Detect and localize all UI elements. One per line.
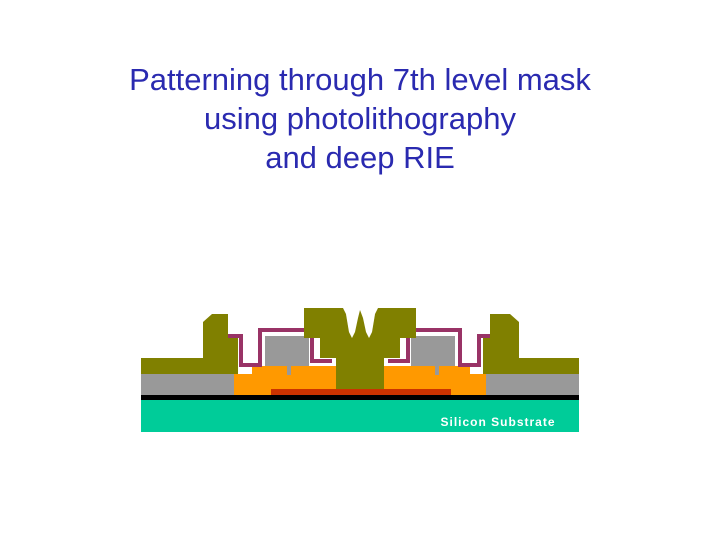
right-inner-pad <box>411 336 455 366</box>
title-line-1: Patterning through 7th level mask <box>129 62 591 97</box>
metal-layer-right <box>388 328 492 367</box>
slide-title: Patterning through 7th level mask using … <box>0 60 720 177</box>
photoresist-left <box>141 314 238 374</box>
metal-layer-left <box>228 328 332 367</box>
silicon-substrate <box>141 400 579 432</box>
photoresist-right <box>483 314 579 374</box>
title-line-3: and deep RIE <box>265 140 455 175</box>
photoresist-center <box>304 308 416 389</box>
left-pad-post <box>287 366 291 375</box>
right-pad-post <box>435 366 439 375</box>
bottom-electrode <box>271 389 451 395</box>
base-layer <box>141 395 579 400</box>
resist-notch-right <box>369 314 375 338</box>
resist-notch-left <box>346 314 352 338</box>
substrate-label: Silicon Substrate <box>440 415 555 429</box>
title-line-2: using photolithography <box>204 101 516 136</box>
sacrificial-layer <box>234 366 486 395</box>
left-inner-pad <box>265 336 309 366</box>
